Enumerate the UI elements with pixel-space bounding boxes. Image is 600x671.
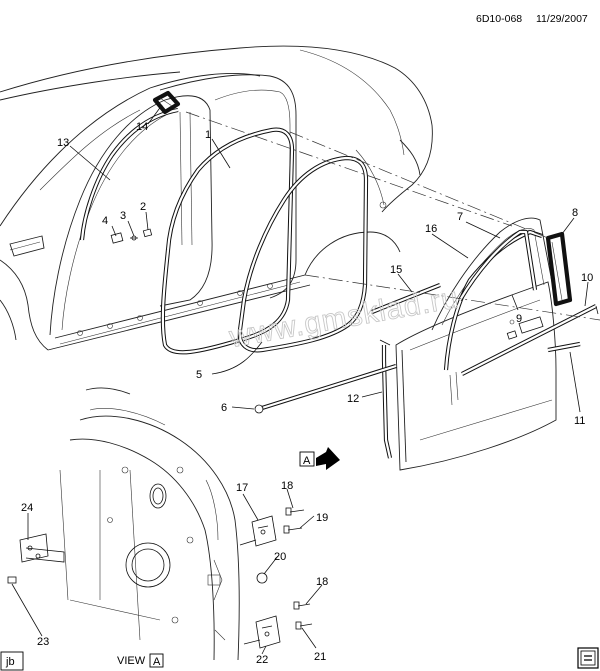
callout-4: 4 [102,215,108,227]
callout-6: 6 [221,402,227,414]
svg-text:A: A [303,455,311,467]
callout-14: 14 [136,121,148,133]
diagram-code: 6D10-068 [476,13,522,25]
vehicle-body [0,45,433,351]
callout-21: 21 [314,651,326,663]
lower-door-hinge [243,615,281,649]
callout-1: 1 [205,129,211,141]
callout-11: 11 [574,415,585,427]
callout-13: 13 [57,137,69,149]
door-edge-seal [379,339,393,459]
callout-3: 3 [120,210,126,222]
view-caption: VIEW A [117,653,164,668]
window-channel-seals [443,229,543,406]
callout-2: 2 [140,201,146,213]
leader-lines [11,104,589,655]
callout-8: 8 [572,207,578,219]
view-a-marker: A [299,447,340,470]
outer-belt-molding [461,304,599,376]
svg-text:A: A [153,656,161,668]
gm-logo [577,647,599,669]
callout-23: 23 [37,636,49,648]
callout-16: 16 [425,223,437,235]
diagram-date: 11/29/2007 [536,13,588,25]
clip-fasteners [110,228,153,244]
rear-glass-run-channel [545,231,573,307]
door-weatherstrip [237,155,369,353]
door-check-link [19,533,65,563]
lower-door-seal [254,363,397,414]
callout-5: 5 [196,369,202,381]
front-door-shell [395,217,557,471]
svg-text:jb: jb [5,656,15,668]
handle-seal [547,341,581,353]
callout-9: 9 [516,313,522,325]
upper-door-hinge [239,515,277,547]
hinge-bolts [7,507,313,630]
upper-pillar-seal [152,90,181,115]
callout-19: 19 [316,512,328,524]
svg-text:VIEW: VIEW [117,655,146,667]
callout-20: 20 [274,551,286,563]
callout-12: 12 [347,393,359,405]
callout-7: 7 [457,211,463,223]
callout-22: 22 [256,654,268,666]
callout-10: 10 [581,272,593,284]
hinge-view-area [59,387,240,661]
callout-15: 15 [390,264,402,276]
callout-24: 24 [21,502,33,514]
callout-18a: 18 [281,480,293,492]
corner-tag: jb [0,651,24,671]
callout-18b: 18 [316,576,328,588]
callout-labels: 1 2 3 4 5 6 7 8 9 10 11 12 13 14 15 16 1… [21,121,593,666]
inner-belt-sealing-strip [371,283,441,314]
door-opening-weatherstrip [160,127,295,355]
callout-17: 17 [236,482,248,494]
roof-rail-seal [79,107,179,241]
